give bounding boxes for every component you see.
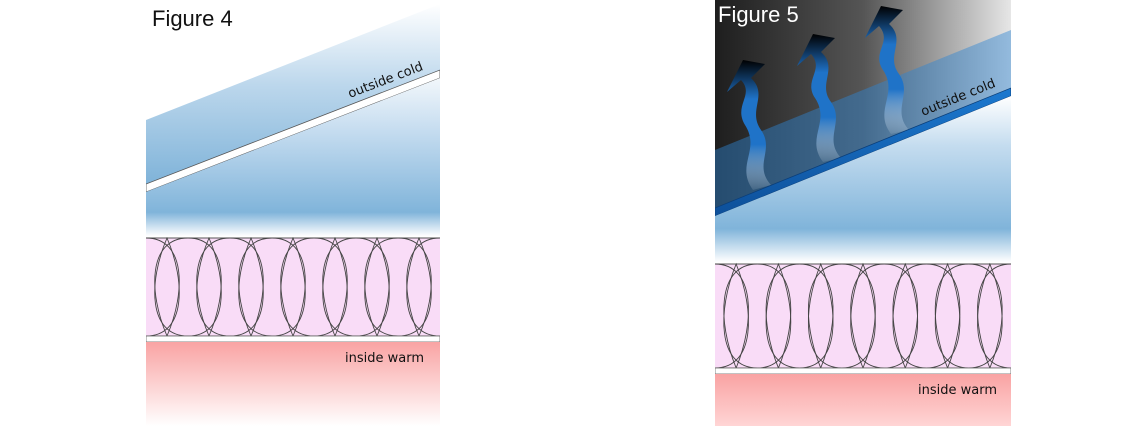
attic-space [715, 96, 1011, 262]
insulation-layer [715, 263, 1011, 369]
outside-cold-band [715, 30, 1011, 210]
ceiling-board [146, 335, 440, 343]
batt-curve [715, 262, 758, 369]
vapor-plume-3 [865, 6, 909, 134]
batt-curve [355, 236, 399, 337]
batt-curve [271, 236, 315, 337]
figure-4-title: Figure 4 [152, 6, 233, 31]
inside-warm-label: inside warm [918, 383, 997, 398]
batt-curve [146, 236, 189, 337]
batt-curve [799, 262, 842, 369]
figure-4-diagram: Figure 4 outside cold inside warm [146, 4, 440, 426]
roof-deck [146, 69, 440, 193]
batt-curve [313, 236, 357, 337]
batt-curve [926, 262, 969, 369]
batt-curve [757, 262, 800, 369]
figure-4: Figure 4 outside cold inside warm [146, 0, 440, 426]
ceiling-board [715, 367, 1011, 375]
inside-warm-label: inside warm [345, 351, 424, 366]
outside-cold-zone [146, 4, 440, 184]
vapor-plume-1 [727, 60, 771, 190]
vapor-plumes [727, 6, 909, 190]
inside-warm-zone [715, 374, 1011, 426]
batt-curve [884, 262, 927, 369]
batt-curve [229, 236, 273, 337]
batt-curve [968, 262, 1011, 369]
figure-5-title: Figure 5 [718, 2, 799, 27]
inside-warm-zone [146, 342, 440, 426]
attic-space [146, 78, 440, 236]
outside-moist-zone [715, 0, 1011, 210]
insulation-layer [146, 237, 440, 337]
batt-curve [397, 236, 440, 337]
figure-5: Figure 5 outside cold inside warm [715, 0, 1011, 426]
vapor-plume-2 [797, 34, 841, 162]
batt-curve [187, 236, 231, 337]
batt-curve [841, 262, 885, 369]
figure-5-diagram: Figure 5 outside cold inside warm [715, 0, 1011, 426]
roof-deck [715, 87, 1011, 217]
